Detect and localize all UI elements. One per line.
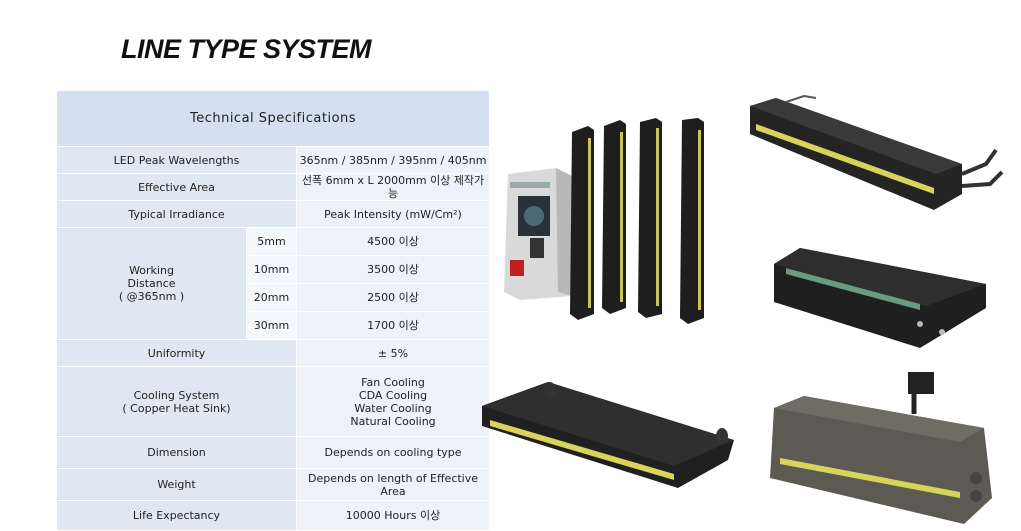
- controller-unit-image: [504, 168, 572, 300]
- working-label-line: Working: [129, 264, 174, 277]
- cooling-value: Fan Cooling CDA Cooling Water Cooling Na…: [295, 366, 491, 437]
- cooling-option: CDA Cooling: [358, 388, 428, 402]
- distance-value: 2500 이상: [295, 283, 491, 312]
- page-title: LINE TYPE SYSTEM: [121, 34, 372, 64]
- table-row: Dimension Depends on cooling type: [56, 436, 491, 469]
- table-row: 20mm 2500 이상: [57, 283, 491, 312]
- irradiance-value: Peak Intensity (mW/Cm²): [295, 200, 491, 228]
- dimension-label: Dimension: [56, 436, 297, 469]
- working-distance-label: Working Distance ( @365nm ): [56, 227, 247, 340]
- distance-cell: 20mm: [246, 283, 297, 312]
- table-row: Cooling System ( Copper Heat Sink) Fan C…: [56, 366, 491, 437]
- table-row: Weight Depends on length of Effective Ar…: [56, 468, 491, 501]
- distance-value: 4500 이상: [295, 227, 491, 256]
- distance-cell: 10mm: [246, 255, 297, 284]
- weight-value: Depends on length of Effective Area: [295, 468, 491, 501]
- table-row: 10mm 3500 이상: [57, 255, 491, 284]
- line-module-image: [482, 382, 734, 488]
- line-module-image: [770, 372, 992, 524]
- area-value: 선폭 6mm x L 2000mm 이상 제작가능: [295, 173, 491, 201]
- cooling-label: Cooling System ( Copper Heat Sink): [56, 366, 297, 437]
- table-row: Effective Area 선폭 6mm x L 2000mm 이상 제작가능: [56, 173, 491, 201]
- area-label: Effective Area: [56, 173, 297, 201]
- uniformity-value: ± 5%: [295, 339, 491, 367]
- dimension-value: Depends on cooling type: [295, 436, 491, 469]
- life-value: 10000 Hours 이상: [295, 500, 491, 531]
- irradiance-label: Typical Irradiance: [56, 200, 297, 228]
- working-label-line: Distance: [127, 277, 176, 290]
- distance-cell: 5mm: [246, 227, 297, 256]
- distance-cell: 30mm: [246, 311, 297, 340]
- table-row: Working Distance ( @365nm ) 5mm 4500 이상: [56, 227, 491, 340]
- line-module-image: [750, 94, 1004, 210]
- cooling-option: Water Cooling: [354, 401, 432, 415]
- spec-table: Technical Specifications LED Peak Wavele…: [55, 90, 491, 531]
- cooling-option: Natural Cooling: [350, 414, 436, 428]
- line-module-image: [774, 248, 986, 348]
- table-header: Technical Specifications: [55, 90, 491, 147]
- uniformity-label: Uniformity: [56, 339, 297, 367]
- cooling-option: Fan Cooling: [361, 375, 425, 389]
- working-label-line: ( @365nm ): [118, 290, 185, 303]
- distance-value: 3500 이상: [295, 255, 491, 284]
- line-bar-vertical-image: [570, 118, 704, 324]
- distance-value: 1700 이상: [295, 311, 491, 340]
- table-row: LED Peak Wavelengths 365nm / 385nm / 395…: [56, 146, 491, 174]
- product-photos: [470, 80, 1015, 529]
- led-value: 365nm / 385nm / 395nm / 405nm: [295, 146, 491, 174]
- cooling-label-line: ( Copper Heat Sink): [122, 401, 231, 415]
- led-label: LED Peak Wavelengths: [56, 146, 297, 174]
- table-row: Uniformity ± 5%: [56, 339, 491, 367]
- table-row: Life Expectancy 10000 Hours 이상: [56, 500, 491, 531]
- table-header-row: Technical Specifications: [55, 90, 491, 147]
- cooling-label-line: Cooling System: [133, 388, 220, 402]
- life-label: Life Expectancy: [56, 500, 297, 531]
- table-row: 30mm 1700 이상: [57, 311, 491, 340]
- table-row: Typical Irradiance Peak Intensity (mW/Cm…: [56, 200, 491, 228]
- weight-label: Weight: [56, 468, 297, 501]
